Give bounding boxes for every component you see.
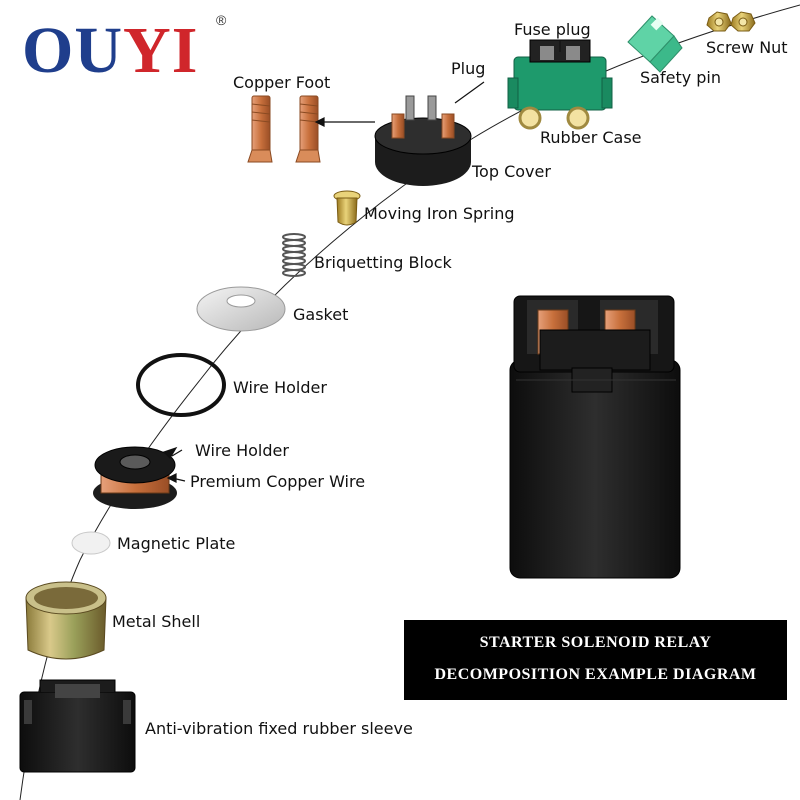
brand-logo: OUYI	[22, 18, 198, 84]
logo-letter-o: O	[22, 14, 75, 87]
safety-pin-icon	[627, 15, 683, 73]
label-plug: Plug	[451, 59, 486, 78]
label-magnetic-plate: Magnetic Plate	[117, 534, 236, 553]
label-copper-foot: Copper Foot	[233, 73, 331, 92]
label-rubber-case: Rubber Case	[540, 128, 642, 147]
metal-shell-icon	[25, 581, 107, 660]
screw-nut-icon	[706, 11, 756, 32]
title-banner: STARTER SOLENOID RELAY DECOMPOSITION EXA…	[404, 620, 787, 700]
label-wire-holder-ring: Wire Holder	[233, 378, 327, 397]
label-fuse-plug: Fuse plug	[514, 20, 591, 39]
top-cover-icon	[374, 95, 472, 186]
label-metal-shell: Metal Shell	[112, 612, 201, 631]
bobbin-coil-icon	[93, 446, 177, 509]
label-moving-iron-spring: Moving Iron Spring	[364, 204, 515, 223]
rubber-case-icon	[507, 39, 613, 130]
label-top-cover: Top Cover	[472, 162, 551, 181]
logo-letter-i: I	[171, 14, 199, 87]
label-screw-nut: Screw Nut	[706, 38, 788, 57]
logo-letter-y: Y	[123, 14, 172, 87]
o-ring-icon	[136, 353, 226, 417]
moving-iron-spring-icon	[333, 190, 361, 226]
leader-lines	[162, 40, 561, 483]
registered-mark: ®	[216, 12, 227, 28]
label-safety-pin: Safety pin	[640, 68, 722, 87]
label-premium-copper-wire: Premium Copper Wire	[190, 472, 366, 491]
logo-letter-u: U	[74, 14, 124, 87]
label-briquetting-block: Briquetting Block	[314, 253, 452, 272]
copper-foot-icon	[247, 95, 321, 163]
rubber-sleeve-icon	[19, 679, 136, 773]
gasket-icon	[196, 286, 286, 332]
assembled-relay-icon	[509, 295, 681, 579]
magnetic-plate-icon	[71, 531, 111, 555]
banner-line-1: STARTER SOLENOID RELAY	[479, 634, 712, 651]
label-gasket: Gasket	[293, 305, 349, 324]
briquetting-block-icon	[282, 233, 306, 277]
banner-line-2: DECOMPOSITION EXAMPLE DIAGRAM	[434, 666, 757, 683]
label-rubber-sleeve: Anti-vibration fixed rubber sleeve	[145, 719, 413, 738]
label-wire-holder-bobbin: Wire Holder	[195, 441, 289, 460]
